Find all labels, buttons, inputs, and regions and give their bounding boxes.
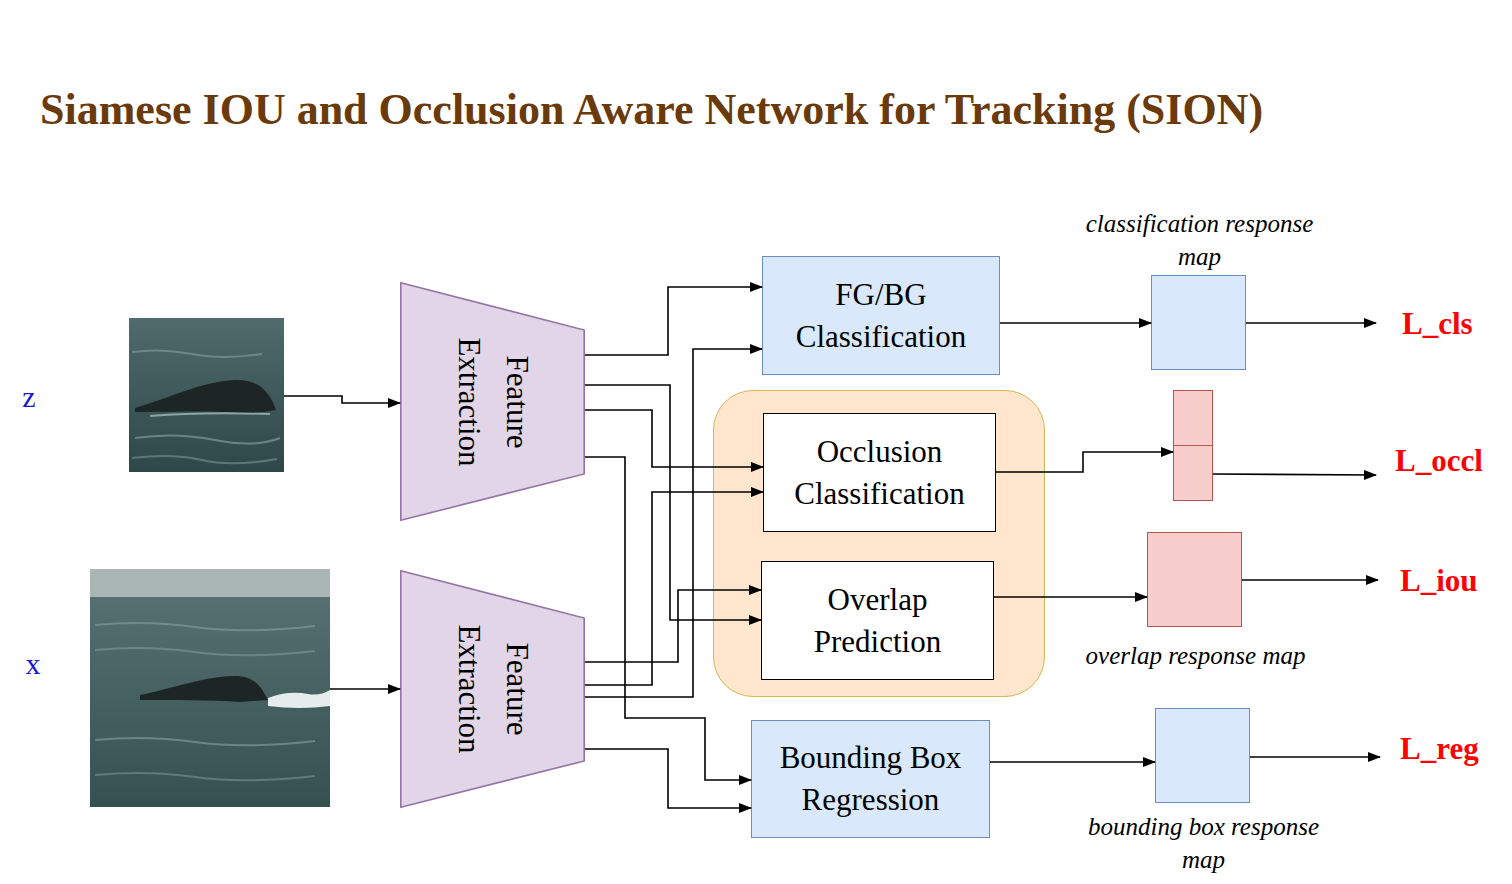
- response-map: overlap response map: [1147, 532, 1242, 627]
- box-label: Occlusion Classification: [764, 431, 995, 515]
- regression-head: Bounding Box Regression: [751, 720, 990, 838]
- input-label: x: [17, 647, 49, 681]
- feature-extractor: Feature Extraction: [400, 282, 585, 521]
- connector-group: [284, 287, 1173, 808]
- box-label: Bounding Box Regression: [752, 737, 989, 821]
- occlusion-output: [1173, 390, 1213, 501]
- overlap-head: Overlap Prediction: [761, 561, 994, 680]
- loss-arrow: [1213, 474, 1376, 475]
- box-label: FG/BG Classification: [763, 274, 999, 358]
- feature-arrow: [585, 749, 751, 808]
- loss-arrow: [1246, 322, 1376, 324]
- rotated-label: Feature Extraction: [445, 604, 541, 774]
- loss-label: L_iou: [1400, 562, 1478, 599]
- feature-arrow: [585, 457, 751, 780]
- loss-arrows: [1213, 323, 1380, 757]
- diagram-title: Siamese IOU and Occlusion Aware Network …: [40, 88, 1263, 132]
- cell-divider: [1174, 445, 1212, 446]
- feature-extractor: Feature Extraction: [400, 570, 585, 808]
- loss-label: L_occl: [1395, 442, 1483, 479]
- trapezoid-outline: [400, 282, 585, 521]
- loss-label: L_reg: [1400, 730, 1479, 767]
- feature-arrow: [284, 396, 400, 403]
- feature-arrow: [990, 761, 1155, 763]
- feature-arrow: [994, 596, 1147, 598]
- feature-arrow: [1000, 322, 1151, 324]
- proposed-module-group: Occlusion ClassificationOverlap Predicti…: [713, 390, 1045, 697]
- map-caption: classification response map: [1067, 207, 1332, 273]
- loss-arrow: [1250, 756, 1380, 758]
- occlusion-head: Occlusion Classification: [763, 413, 996, 532]
- map-caption: bounding box response map: [1071, 810, 1336, 876]
- search-image: x: [90, 569, 330, 807]
- classification-head: FG/BG Classification: [762, 256, 1000, 375]
- box-label: Overlap Prediction: [762, 579, 993, 663]
- feature-arrow: [585, 492, 763, 685]
- whale-photo-x: [90, 569, 330, 807]
- feature-arrow: [585, 410, 763, 467]
- rotated-label: Feature Extraction: [445, 317, 541, 487]
- feature-arrow: [330, 688, 400, 690]
- input-label: z: [13, 380, 45, 414]
- loss-arrow: [1242, 579, 1378, 581]
- feature-arrow: [585, 287, 762, 355]
- map-caption: overlap response map: [1063, 639, 1328, 672]
- response-map: classification response map: [1151, 275, 1246, 370]
- loss-label: L_cls: [1402, 305, 1473, 342]
- template-image: z: [129, 318, 284, 472]
- feature-arrow: [585, 349, 762, 697]
- feature-arrow: [996, 452, 1173, 472]
- feature-arrow: [585, 590, 761, 662]
- whale-photo-z: [129, 318, 284, 472]
- feature-arrow: [585, 385, 761, 620]
- response-map: bounding box response map: [1155, 708, 1250, 803]
- trapezoid-outline: [400, 570, 585, 808]
